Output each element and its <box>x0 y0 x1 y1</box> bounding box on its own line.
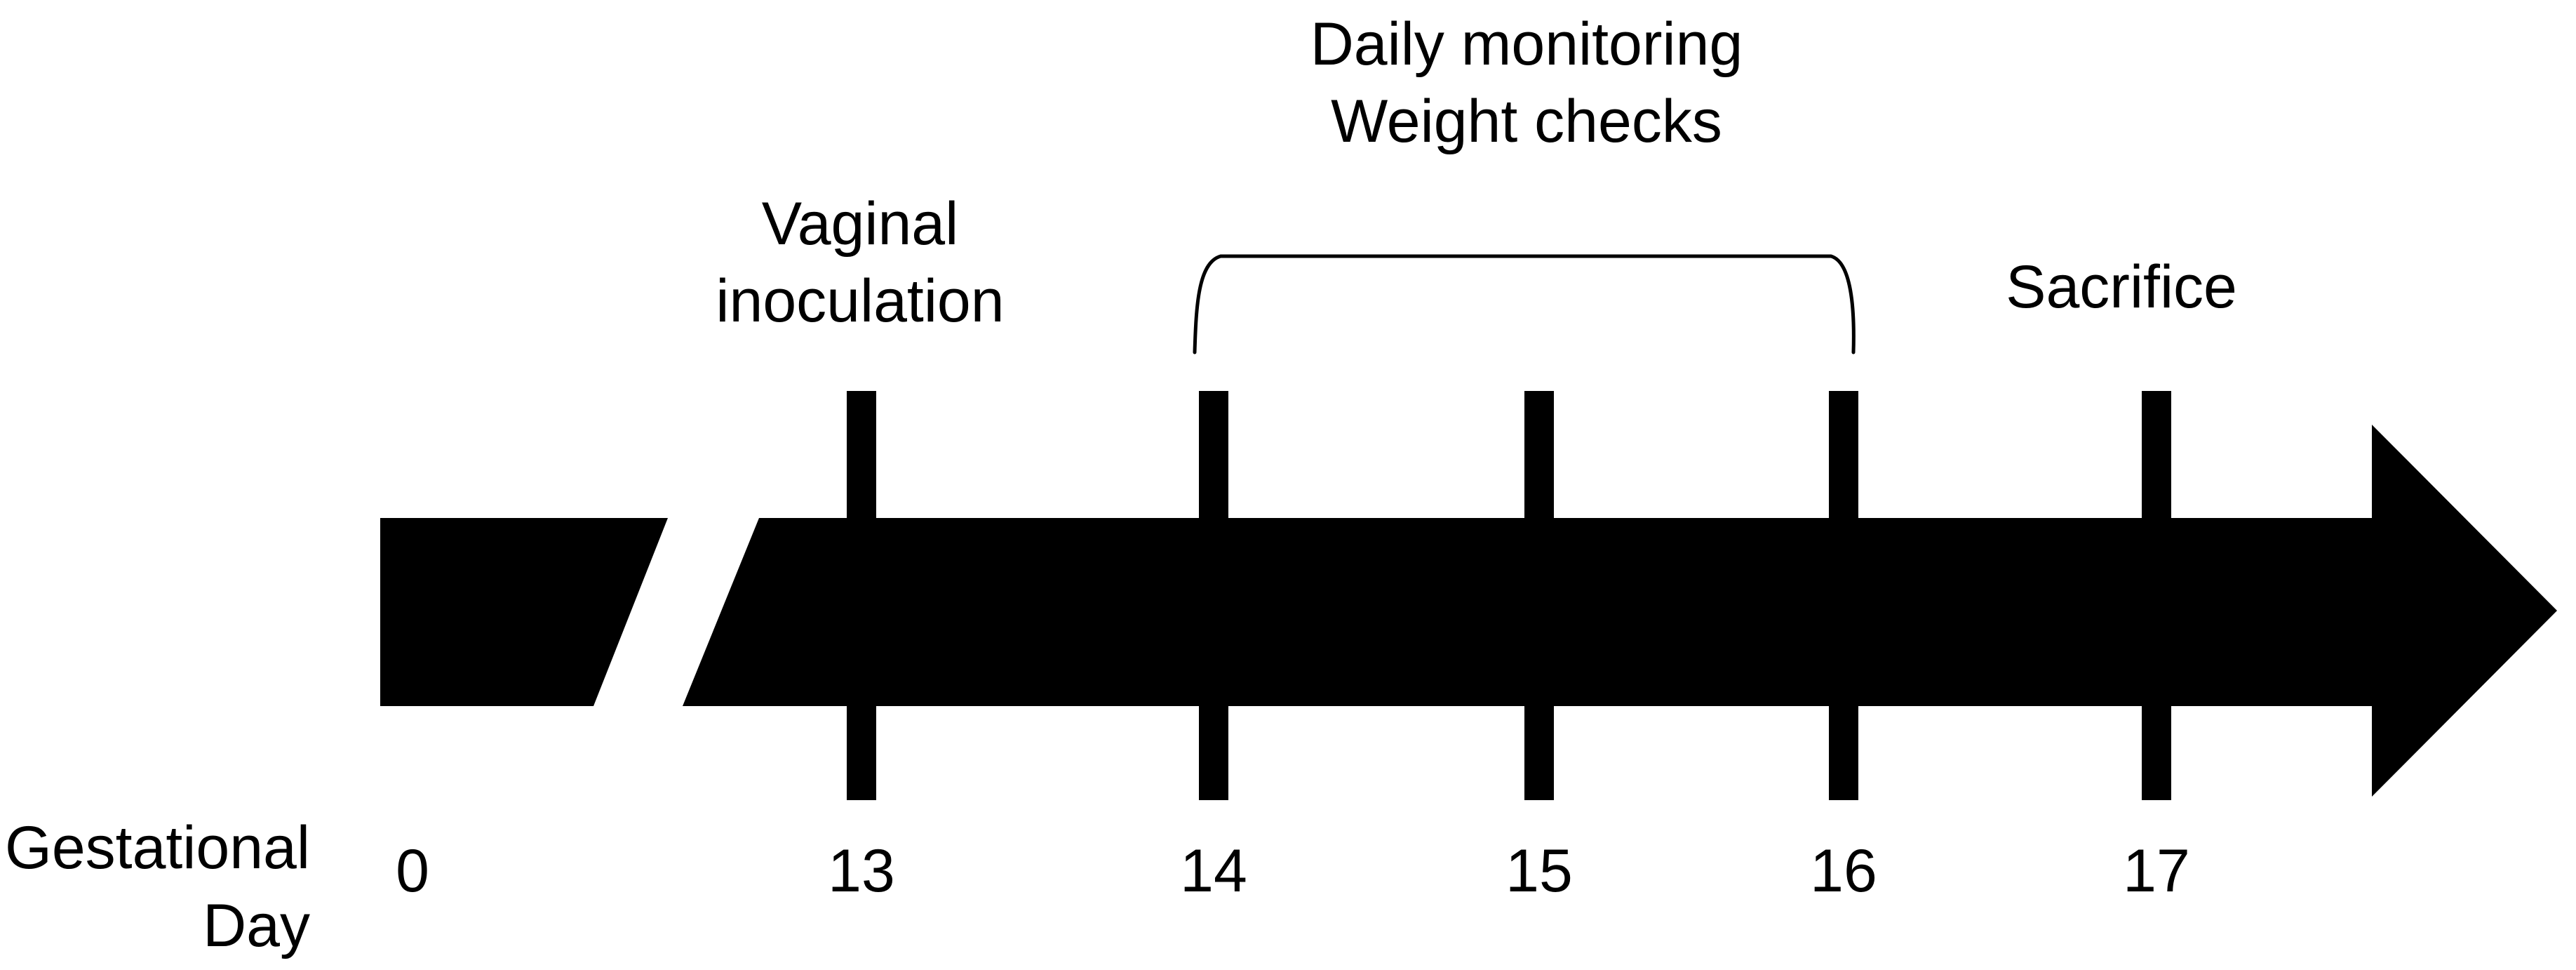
inoculation-label-line1: Vaginal <box>762 190 959 258</box>
tick-day-15 <box>1524 391 1554 800</box>
timeline-bar-start-segment <box>380 518 668 706</box>
axis-label-line1: Gestational <box>5 814 310 882</box>
axis-label-line2: Day <box>203 892 310 959</box>
day-label-14: 14 <box>1180 837 1247 905</box>
day-label-13: 13 <box>828 837 895 905</box>
monitoring-label-line1: Daily monitoring <box>1310 11 1743 78</box>
day-label-0: 0 <box>396 837 429 905</box>
tick-day-16 <box>1829 391 1858 800</box>
sacrifice-label: Sacrifice <box>2006 253 2237 321</box>
day-labels-group: 0 13 14 15 16 17 <box>396 837 2190 905</box>
day-label-16: 16 <box>1810 837 1877 905</box>
day-label-17: 17 <box>2123 837 2190 905</box>
tick-marks-group <box>847 391 2171 800</box>
tick-day-14 <box>1199 391 1228 800</box>
monitoring-bracket <box>1193 254 1856 354</box>
tick-day-17 <box>2142 391 2171 800</box>
tick-day-13 <box>847 391 876 800</box>
day-label-15: 15 <box>1505 837 1573 905</box>
timeline-bar-arrow <box>683 425 2557 797</box>
inoculation-label-line2: inoculation <box>716 267 1004 335</box>
monitoring-label-line2: Weight checks <box>1331 88 1722 155</box>
